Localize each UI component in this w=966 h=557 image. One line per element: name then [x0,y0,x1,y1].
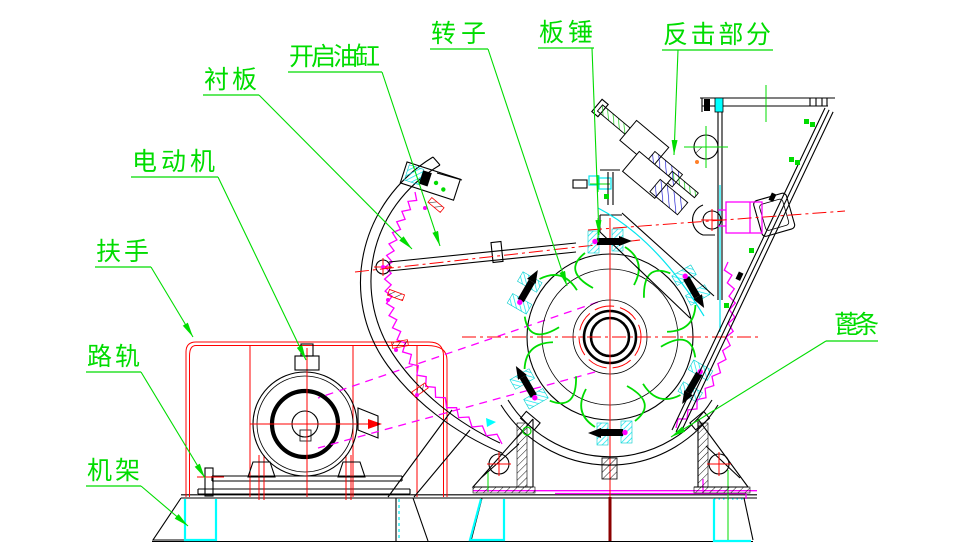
base-frame [151,470,757,543]
svg-text:衬板: 衬板 [204,65,258,94]
label-plate-hammer: 板锤 [538,18,602,236]
liner-bolts [386,196,445,398]
label-opening-cylinder: 开启油缸 [288,42,441,247]
svg-text:转子: 转子 [431,19,487,48]
label-grate-bars: 蓖条 [670,310,880,438]
rotor-assembly [462,218,758,497]
impact-frame-pivot [692,201,763,236]
frame-foot-left-highlight [183,499,218,542]
label-handrail: 扶手 [95,237,194,338]
pedestal-right [689,410,751,494]
svg-text:路轨: 路轨 [87,342,141,371]
svg-text:机架: 机架 [87,456,141,485]
annotations: 衬板 开启油缸 转子 板锤 反击部分 电动机 扶手 路轨 机架 蓖条 [86,18,880,527]
label-frame: 机架 [86,456,189,527]
wall-bolts [724,119,815,308]
electric-motor [247,343,382,497]
svg-text:反击部分: 反击部分 [663,20,772,49]
label-electric-motor: 电动机 [131,147,307,361]
svg-text:扶手: 扶手 [96,237,150,266]
frame-foot-mid-highlight [468,498,506,542]
left-casing [360,156,503,498]
svg-text:电动机: 电动机 [132,147,216,176]
svg-text:板锤: 板锤 [539,18,594,47]
frame-foot-right-highlight [712,499,751,543]
rail-end-stop [204,467,214,497]
material-guide-curve [597,207,705,317]
grate-liner-teeth [675,261,737,429]
svg-text:蓖条: 蓖条 [834,310,880,339]
motor-shaft-key [299,429,312,442]
spring-bar [649,178,689,216]
impact-rack-assembly [572,98,728,216]
discharge-chute [387,409,471,498]
anvil-bolt [601,457,618,480]
pedestal-left [471,410,541,494]
label-liner-plate: 衬板 [203,65,413,250]
svg-text:开启油缸: 开启油缸 [289,42,381,71]
feed-hopper [587,85,846,435]
belt-lines [317,301,599,449]
